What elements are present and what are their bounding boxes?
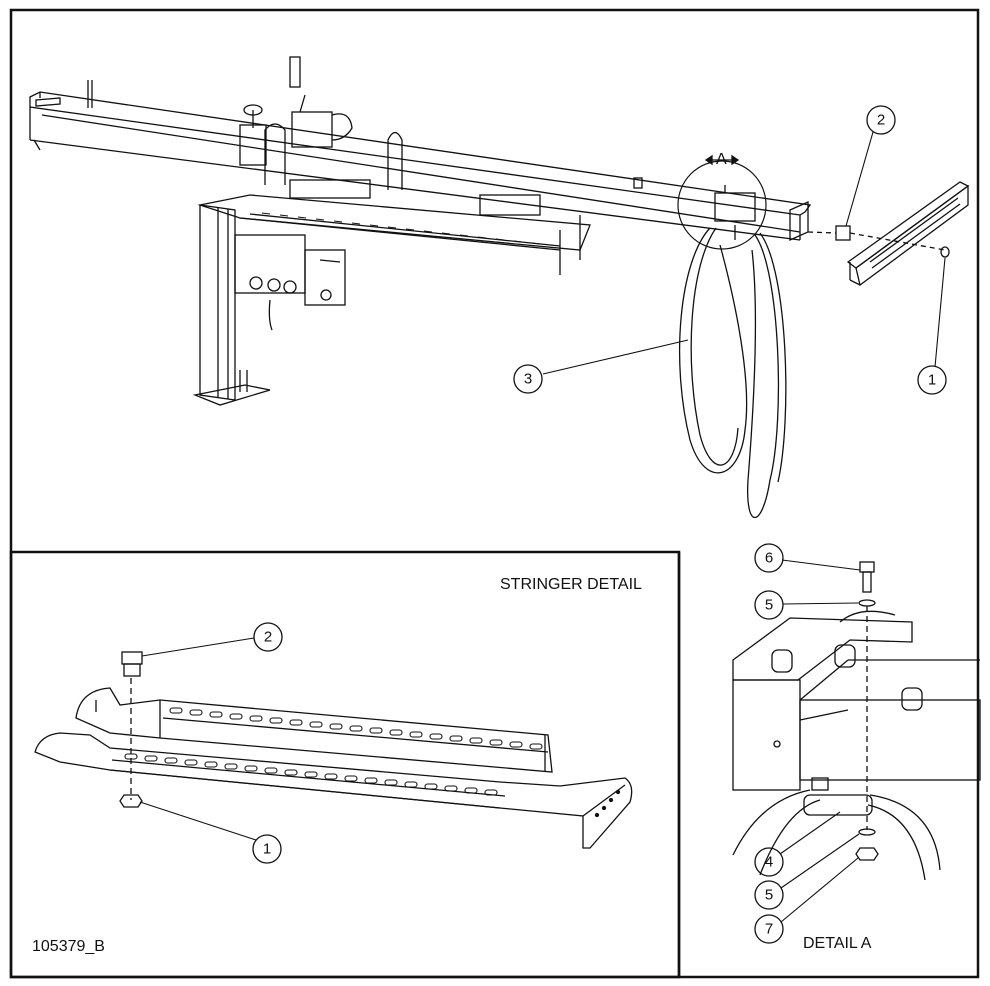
stringer-detail-drawing — [34, 651, 633, 849]
main-callouts: 2 3 1 — [513, 105, 947, 395]
outer-border — [9, 8, 980, 979]
section-marker-a: A — [716, 151, 727, 168]
callout-detail-4: 4 — [765, 854, 773, 871]
detail-a-callouts: 6 5 4 5 7 — [754, 543, 861, 944]
stringer-detail-title: STRINGER DETAIL — [500, 576, 642, 593]
callout-main-2: 2 — [877, 112, 885, 129]
callout-detail-6: 6 — [765, 550, 773, 567]
callout-stringer-1: 1 — [263, 841, 271, 858]
drawing-number: 105379_B — [32, 938, 105, 955]
exploded-stringer — [807, 181, 970, 287]
stringer-detail-frame — [9, 550, 681, 979]
callout-detail-7: 7 — [765, 921, 773, 938]
callout-main-3: 3 — [524, 371, 532, 388]
callout-detail-5-top: 5 — [765, 597, 773, 614]
callout-stringer-2: 2 — [264, 629, 272, 646]
callout-main-1: 1 — [928, 372, 936, 389]
callout-detail-5-bottom: 5 — [765, 887, 773, 904]
main-assembly — [29, 56, 812, 518]
detail-a-title: DETAIL A — [803, 935, 872, 952]
stringer-callouts: 2 1 — [139, 622, 283, 864]
detail-a-drawing — [732, 561, 981, 881]
